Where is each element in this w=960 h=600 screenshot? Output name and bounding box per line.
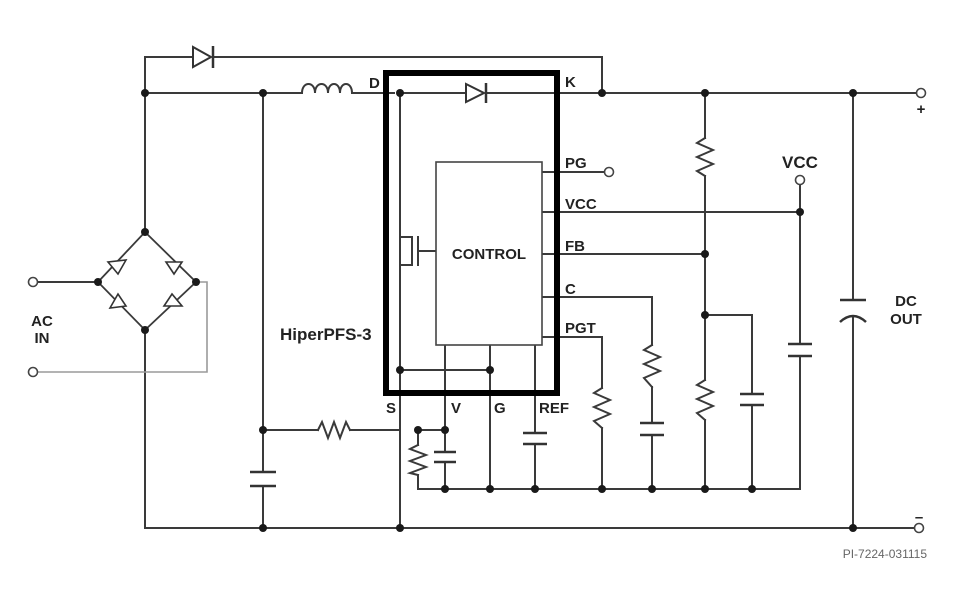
pin-label-ref: REF — [539, 400, 569, 417]
c-capacitor — [640, 421, 664, 437]
divider-top-resistor — [694, 136, 716, 178]
boost-diode — [465, 82, 488, 104]
bridge-rectifier — [96, 230, 198, 332]
dc-out-plus-terminal — [915, 87, 927, 99]
pin-label-v: V — [451, 400, 461, 417]
part-name: HiperPFS-3 — [280, 325, 372, 344]
pin-label-pgt: PGT — [565, 320, 596, 337]
dc-out-label-line2: OUT — [890, 311, 922, 328]
vcc-terminal — [794, 174, 806, 186]
control-label: CONTROL — [452, 246, 526, 263]
ac-in-terminal-bottom — [27, 366, 39, 378]
figure-reference: PI-7224-031115 — [843, 547, 928, 561]
vcc-capacitor — [788, 342, 812, 358]
s-resistor — [406, 443, 429, 477]
ac-in-terminal-top — [27, 276, 39, 288]
output-minus-label: – — [915, 509, 923, 526]
dc-out-label-line1: DC — [895, 293, 917, 310]
pin-label-k: K — [565, 74, 576, 91]
hiperpfs3-package — [383, 70, 560, 396]
pin-label-pg: PG — [565, 155, 587, 172]
control-block — [435, 161, 543, 346]
pg-terminal — [603, 166, 615, 178]
c-resistor — [641, 343, 663, 389]
v-capacitor — [434, 450, 456, 464]
divider-bottom-resistor — [694, 378, 716, 422]
ac-in-label-line2: IN — [35, 330, 50, 347]
vcc-terminal-label: VCC — [782, 153, 818, 172]
ac-in-label-line1: AC — [31, 313, 53, 330]
pin-label-d: D — [369, 75, 380, 92]
pin-label-g: G — [494, 400, 506, 417]
pin-label-c: C — [565, 281, 576, 298]
boost-inductor — [300, 83, 354, 95]
output-capacitor — [839, 298, 867, 323]
bulk-capacitor — [250, 470, 276, 488]
pgt-resistor — [591, 386, 613, 430]
pin-label-fb: FB — [565, 238, 585, 255]
output-plus-label: + — [917, 101, 926, 118]
pin-label-vcc: VCC — [565, 196, 597, 213]
pin-label-s: S — [386, 400, 396, 417]
dc-out-minus-terminal — [913, 522, 925, 534]
wiring — [36, 56, 919, 529]
junction-dots — [94, 89, 857, 532]
sense-resistor — [316, 419, 352, 441]
bypass-diode — [192, 45, 215, 69]
fb-capacitor — [740, 392, 764, 407]
ref-capacitor — [523, 431, 547, 446]
